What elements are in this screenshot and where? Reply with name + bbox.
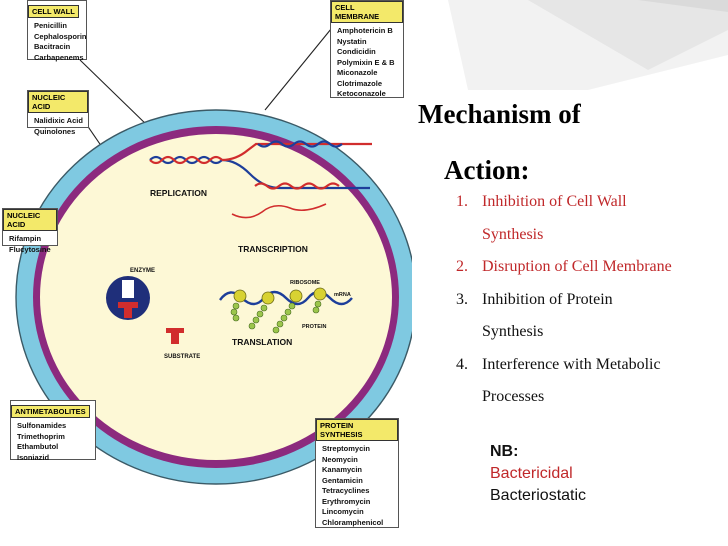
corner-decoration — [408, 0, 728, 90]
drug-name: Flucytosine — [9, 244, 51, 254]
enzyme-label: ENZYME — [130, 268, 155, 274]
slide-title: Mechanism of Action: — [418, 86, 581, 198]
cell-membrane-box: CELL MEMBRANE Amphotericin B Nystatin Co… — [330, 0, 404, 98]
nucleic-acid-left-title: NUCLEIC ACID — [3, 209, 57, 231]
drug-name: Miconazole — [337, 68, 378, 77]
item-text: Disruption of Cell Membrane — [482, 258, 672, 275]
antimetabolites-items: Sulfonamides Trimethoprim Ethambutol Iso… — [11, 419, 95, 463]
mechanism-list: 1. Inhibition of Cell Wall Synthesis 2. … — [456, 186, 672, 414]
dna-helix — [149, 140, 372, 219]
cell-illustration: REPLICATION TRANSCRIPTION TRANSLATION EN… — [15, 17, 412, 485]
ribosome-label: RIBOSOME — [290, 280, 320, 286]
nucleic-acid-left-box: NUCLEIC ACID Rifampin Flucytosine — [2, 208, 58, 254]
drug-name: Quinolones — [34, 126, 76, 136]
drug-name: Nalidixic Acid — [34, 116, 83, 125]
protein-synthesis-items: Streptomycin Neomycin Kanamycin Gentamic… — [316, 442, 398, 528]
item-text: Interference with Metabolic — [482, 355, 661, 373]
bacteriostatic-label: Bacteriostatic — [490, 487, 587, 504]
drug-name: Ethambutol — [17, 442, 59, 451]
list-item-continuation: Synthesis — [456, 316, 672, 349]
drug-name: Erythromycin — [322, 496, 371, 506]
drug-name: Sulfonamides — [17, 421, 67, 430]
drug-name: Kanamycin — [322, 465, 363, 474]
protein-label: PROTEIN — [302, 324, 326, 330]
protein-synthesis-title: PROTEIN SYNTHESIS — [316, 419, 398, 441]
title-line-1: Mechanism of — [418, 99, 581, 129]
replication-label: REPLICATION — [150, 188, 207, 198]
mrna-strand — [219, 287, 353, 334]
drug-name: Rifampin — [9, 234, 42, 243]
substrate-label: SUBSTRATE — [164, 354, 200, 360]
drug-name: Trimethoprim — [17, 431, 65, 441]
cytoplasm — [40, 134, 392, 460]
cell-wall-title: CELL WALL — [28, 5, 79, 18]
bactericidal-label: Bactericidal — [490, 465, 573, 482]
cell-membrane-items: Amphotericin B Nystatin Condicidin Polym… — [331, 24, 403, 100]
item-text: Synthesis — [482, 225, 544, 243]
nucleic-acid-top-items: Nalidixic Acid Quinolones — [28, 114, 88, 137]
drug-name: Streptomycin — [322, 444, 370, 453]
item-number: 1. — [456, 193, 468, 210]
transcription-label: TRANSCRIPTION — [238, 244, 308, 254]
list-item: 3. Inhibition of Protein — [456, 284, 672, 317]
list-item-continuation: Synthesis — [456, 219, 672, 252]
translation-label: TRANSLATION — [232, 337, 292, 347]
drug-name: Amphotericin B — [337, 26, 393, 35]
drug-name: Penicillin — [34, 21, 67, 30]
drug-name: Chloramphenicol — [322, 517, 384, 527]
antibiotic-mechanism-diagram: REPLICATION TRANSCRIPTION TRANSLATION EN… — [2, 0, 412, 528]
drug-name: Lincomycin — [322, 507, 364, 516]
drug-name: Gentamicin — [322, 475, 363, 485]
drug-name: Carbapenems — [34, 52, 84, 62]
drug-name: Isoniazid — [17, 452, 50, 462]
drug-name: Neomycin — [322, 454, 358, 464]
item-text: Inhibition of Protein — [482, 290, 613, 308]
list-item: 4. Interference with Metabolic — [456, 349, 672, 382]
item-text: Inhibition of Cell Wall — [482, 193, 627, 210]
list-item: 1. Inhibition of Cell Wall — [456, 186, 672, 219]
antimetabolites-box: ANTIMETABOLITES Sulfonamides Trimethopri… — [10, 400, 96, 463]
drug-name: Cephalosporin — [34, 31, 87, 41]
cell-wall-box: CELL WALL Penicillin Cephalosporin Bacit… — [27, 0, 87, 63]
cell-membrane-title: CELL MEMBRANE — [331, 1, 403, 23]
cell-wall-items: Penicillin Cephalosporin Bacitracin Carb… — [28, 19, 87, 63]
list-item-continuation: Processes — [456, 381, 672, 414]
drug-name: Bacitracin — [34, 42, 71, 51]
nucleic-acid-top-box: NUCLEIC ACID Nalidixic Acid Quinolones — [27, 90, 89, 136]
nucleic-acid-left-items: Rifampin Flucytosine — [3, 232, 57, 255]
item-number: 3. — [456, 290, 468, 308]
drug-name: Tetracyclines — [322, 486, 370, 495]
enzyme-icon — [106, 276, 150, 320]
item-text: Synthesis — [482, 323, 544, 340]
nb-note: NB: Bactericidal Bacteriostatic — [490, 441, 586, 507]
mrna-label: mRNA — [334, 292, 351, 298]
nb-heading: NB: — [490, 443, 519, 460]
drug-name: Clotrimazole — [337, 78, 383, 88]
list-item: 2. Disruption of Cell Membrane — [456, 251, 672, 284]
nucleic-acid-top-title: NUCLEIC ACID — [28, 91, 88, 113]
title-line-2: Action: — [444, 155, 530, 185]
drug-name: Nystatin — [337, 36, 367, 46]
drug-name: Condicidin — [337, 47, 376, 56]
drug-name: Polymixin E & B — [337, 57, 395, 67]
substrate-icon — [166, 328, 184, 344]
item-number: 2. — [456, 258, 468, 275]
item-number: 4. — [456, 355, 468, 373]
protein-synthesis-box: PROTEIN SYNTHESIS Streptomycin Neomycin … — [315, 418, 399, 528]
antimetabolites-title: ANTIMETABOLITES — [11, 405, 90, 418]
drug-name: Ketoconazole — [337, 89, 386, 98]
item-text: Processes — [482, 388, 545, 405]
